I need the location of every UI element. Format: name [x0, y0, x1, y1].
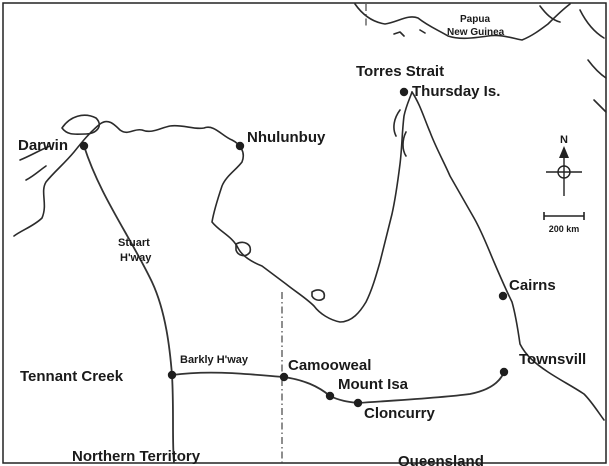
stuart-highway	[83, 145, 175, 464]
label-nhulunbuy: Nhulunbuy	[247, 129, 326, 146]
town-dot-nhulunbuy	[235, 141, 245, 151]
label-papua: Papua	[460, 14, 490, 25]
town-dot-cloncurry	[353, 398, 363, 408]
groote-eylandt	[235, 241, 252, 257]
png-islands	[393, 5, 561, 37]
darwin-coast-detail	[19, 145, 51, 181]
label-darwin: Darwin	[18, 137, 68, 154]
label-cloncurry: Cloncurry	[364, 405, 436, 422]
label-queensland: Queensland	[398, 453, 484, 466]
scale-bar-label: 200 km	[549, 224, 580, 234]
town-dot-darwin	[79, 141, 89, 151]
town-dot-thursday-island	[399, 87, 409, 97]
label-stuart-hway: H'way	[120, 252, 152, 264]
compass-ring	[557, 165, 571, 179]
label-northern-territory: Northern Territory	[72, 448, 201, 465]
east-coastline	[411, 91, 605, 421]
label-torres-strait: Torres Strait	[356, 63, 444, 80]
png-coast-east	[579, 9, 607, 113]
compass-north-label: N	[560, 134, 568, 146]
north-arrow-icon	[559, 146, 569, 158]
label-mount-isa: Mount Isa	[338, 376, 409, 393]
label-tennant-creek: Tennant Creek	[20, 368, 124, 385]
town-dot-camooweal	[279, 372, 289, 382]
scale-bar: 200 km	[543, 212, 585, 234]
town-dot-tennant-creek	[167, 370, 177, 380]
top-end-coastline	[13, 91, 413, 323]
label-townsville: Townsvill	[519, 351, 586, 368]
label-barkly-hway: Barkly H'way	[180, 354, 249, 366]
label-camooweal: Camooweal	[288, 357, 371, 374]
label-stuart: Stuart	[118, 237, 150, 249]
barkly-highway	[171, 371, 505, 404]
cape-detail	[393, 109, 407, 157]
png-coastline	[354, 3, 571, 41]
wellesley-islands	[311, 289, 326, 301]
label-cairns: Cairns	[509, 277, 556, 294]
town-dot-townsville	[499, 367, 509, 377]
town-dot-cairns	[498, 291, 508, 301]
label-new-guinea: New Guinea	[447, 27, 505, 38]
darwin-islands	[61, 114, 101, 136]
label-thursday-island: Thursday Is.	[412, 83, 500, 100]
compass-rose: N	[546, 134, 582, 196]
town-dot-mount-isa	[325, 391, 335, 401]
